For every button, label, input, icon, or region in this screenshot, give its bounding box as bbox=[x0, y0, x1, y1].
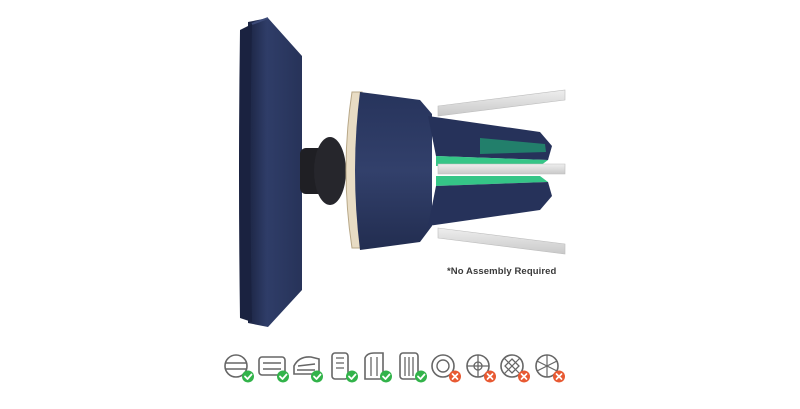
spoke-round-vent-icon bbox=[533, 350, 567, 386]
vent-slat-bottom bbox=[437, 227, 566, 255]
vent-slat-top bbox=[437, 89, 566, 117]
cross-round-vent-icon bbox=[464, 350, 498, 386]
check-badge-icon bbox=[414, 370, 427, 383]
vertical-slat-vent-icon bbox=[395, 350, 429, 386]
clip-body bbox=[355, 92, 552, 250]
check-badge-icon bbox=[276, 370, 289, 383]
diamond-round-vent-icon bbox=[498, 350, 532, 386]
cross-badge-icon bbox=[449, 370, 461, 383]
assembly-note: *No Assembly Required bbox=[447, 266, 557, 277]
check-badge-icon bbox=[380, 370, 392, 383]
vertical-vent-icon bbox=[326, 350, 360, 386]
ball-joint bbox=[300, 137, 346, 205]
check-badge-icon bbox=[311, 370, 323, 383]
check-badge-icon bbox=[345, 370, 358, 383]
cross-badge-icon bbox=[483, 370, 496, 383]
vent-slat-middle bbox=[437, 163, 566, 175]
round-vent-icon bbox=[222, 350, 256, 386]
vent-compatibility-row bbox=[222, 350, 602, 390]
angled-vertical-vent-icon bbox=[360, 350, 394, 386]
circular-ring-vent-icon bbox=[429, 350, 463, 386]
horizontal-vent-icon bbox=[257, 350, 291, 386]
check-badge-icon bbox=[242, 370, 254, 383]
magnetic-plate bbox=[239, 17, 302, 327]
cross-badge-icon bbox=[552, 370, 565, 383]
cross-badge-icon bbox=[518, 370, 530, 383]
curved-vent-icon bbox=[291, 350, 325, 386]
